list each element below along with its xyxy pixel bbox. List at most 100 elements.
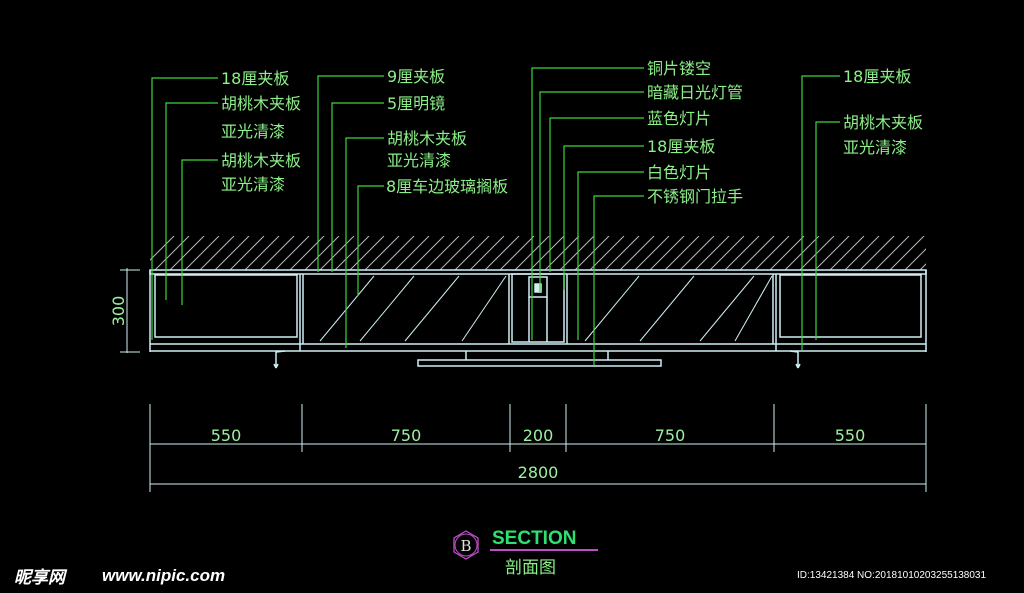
watermark: 昵享网 www.nipic.com ID:13421384 NO:2018101…	[14, 566, 986, 587]
hatch-line	[694, 236, 730, 270]
callout-label: 胡桃木夹板	[387, 129, 467, 148]
hatch-line	[619, 236, 655, 270]
section-title: SECTION	[492, 528, 576, 549]
hatch-line	[184, 236, 220, 270]
callout-label: 不锈钢门拉手	[647, 187, 743, 206]
segment-dimension-values: 550 750 200 750 550	[211, 426, 866, 445]
hatch-line	[589, 236, 625, 270]
hatch-line	[259, 236, 295, 270]
glass-reflection-line	[699, 275, 755, 342]
hatch-line	[574, 236, 610, 270]
hatch-line	[799, 236, 835, 270]
section-title-block: B SECTION 剖面图	[453, 528, 598, 578]
section-subtitle: 剖面图	[505, 558, 556, 578]
glass-reflection-line	[404, 275, 460, 342]
callout-label: 暗藏日光灯管	[647, 83, 743, 102]
callouts-left: 18厘夹板 胡桃木夹板 亚光清漆 胡桃木夹板 亚光清漆	[221, 69, 301, 194]
glass-reflection-line	[359, 275, 415, 342]
segment-dimension: 550	[835, 426, 866, 445]
callout-label: 亚光清漆	[387, 151, 451, 170]
hatch-line	[214, 236, 250, 270]
height-dimension	[120, 268, 140, 353]
hatch-line	[950, 236, 984, 270]
hatch-line	[499, 236, 535, 270]
hatch-line	[904, 248, 926, 270]
cabinet-body	[149, 269, 927, 369]
callout-label: 18厘夹板	[221, 69, 289, 88]
hatch-line	[935, 236, 969, 270]
hatch-line	[724, 236, 760, 270]
glass-reflections	[319, 275, 773, 342]
glass-reflection-line	[639, 275, 695, 342]
hatch-line	[469, 236, 505, 270]
hatch-line	[154, 236, 190, 270]
hatch-line	[150, 236, 175, 261]
hatch-line	[439, 236, 475, 270]
glass-reflection-line	[734, 275, 773, 342]
hatch-line	[649, 236, 685, 270]
callouts-right: 18厘夹板 胡桃木夹板 亚光清漆	[843, 67, 923, 157]
segment-dimension: 750	[391, 426, 422, 445]
callouts-mid: 9厘夹板 5厘明镜 胡桃木夹板 亚光清漆 8厘车边玻璃搁板	[386, 67, 508, 196]
callout-label: 18厘夹板	[647, 137, 715, 156]
callout-label: 白色灯片	[647, 163, 711, 182]
glass-reflection-line	[461, 275, 507, 342]
segment-dimension: 750	[655, 426, 686, 445]
hatch-line	[769, 236, 805, 270]
hatch-line	[334, 236, 370, 270]
hatch-line	[364, 236, 400, 270]
callout-label: 9厘夹板	[387, 67, 445, 86]
hatch-line	[874, 236, 910, 270]
callout-label: 铜片镂空	[647, 59, 711, 78]
hatch-line	[679, 236, 715, 270]
hatch-line	[544, 236, 580, 270]
section-marker-icon	[453, 530, 479, 560]
hatch-line	[604, 236, 640, 270]
callouts-center: 铜片镂空 暗藏日光灯管 蓝色灯片 18厘夹板 白色灯片 不锈钢门拉手	[647, 59, 743, 206]
hatch-line	[274, 236, 310, 270]
hatch-line	[289, 236, 325, 270]
hatch-line	[709, 236, 745, 270]
callout-label: 8厘车边玻璃搁板	[386, 177, 508, 196]
hatch-line	[229, 236, 265, 270]
callout-label: 蓝色灯片	[647, 109, 711, 128]
hatch-line	[634, 236, 670, 270]
watermark-id: ID:13421384 NO:20181010203255138031	[797, 570, 986, 581]
callout-label: 5厘明镜	[387, 94, 445, 113]
glass-reflection-line	[319, 275, 375, 342]
hatch-line	[664, 236, 700, 270]
hatch-line	[889, 236, 925, 270]
callout-label: 胡桃木夹板	[221, 151, 301, 170]
hatch-line	[559, 236, 595, 270]
hatch-line	[814, 236, 850, 270]
hatch-line	[484, 236, 520, 270]
watermark-url: www.nipic.com	[102, 566, 225, 585]
callout-label: 18厘夹板	[843, 67, 911, 86]
hatch-line	[454, 236, 490, 270]
hatch-line	[169, 236, 205, 270]
hatch-line	[859, 236, 895, 270]
section-marker-letter: B	[460, 537, 471, 555]
width-dimensions	[149, 404, 927, 492]
leader-lines	[151, 67, 840, 365]
hatch-line	[349, 236, 385, 270]
hatch-line	[244, 236, 280, 270]
hatch-line	[199, 236, 235, 270]
callout-label: 亚光清漆	[221, 175, 285, 194]
segment-dimension: 550	[211, 426, 242, 445]
hatch-line	[379, 236, 415, 270]
hatch-line	[319, 236, 355, 270]
hatch-line	[424, 236, 460, 270]
height-dimension-value: 300	[109, 296, 128, 327]
hatch-line	[304, 236, 340, 270]
hatch-line	[529, 236, 565, 270]
segment-dimension: 200	[523, 426, 554, 445]
hatch-line	[844, 236, 880, 270]
hatch-line	[754, 236, 790, 270]
callout-label: 胡桃木夹板	[843, 113, 923, 132]
hatch-line	[919, 263, 926, 270]
hatch-line	[829, 236, 865, 270]
hatch-line	[394, 236, 430, 270]
callout-label: 胡桃木夹板	[221, 94, 301, 113]
